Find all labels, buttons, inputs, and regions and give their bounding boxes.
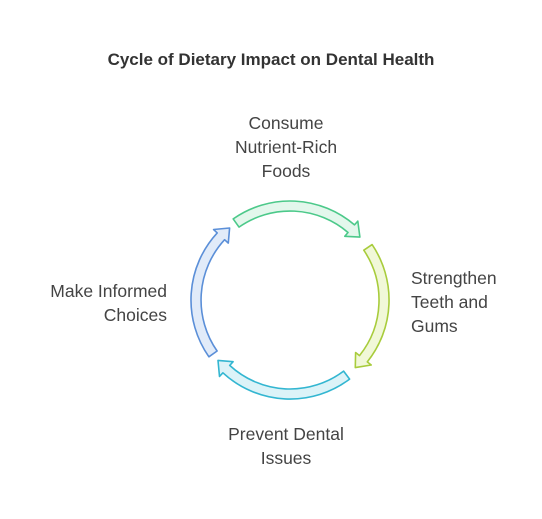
step-strengthen-label: Strengthen Teeth and Gums	[411, 268, 497, 336]
step-prevent-label: Prevent Dental Issues	[228, 424, 344, 468]
arrow-choices-to-consume	[190, 227, 231, 358]
arrow-prevent-to-choices	[217, 359, 351, 400]
step-consume-label: Consume Nutrient-Rich Foods	[234, 113, 338, 181]
diagram-title: Cycle of Dietary Impact on Dental Health	[107, 50, 435, 69]
arrow-consume-to-strengthen	[232, 200, 361, 238]
step-choices-label: Make Informed Choices	[50, 281, 167, 325]
arrow-strengthen-to-prevent	[354, 243, 390, 369]
